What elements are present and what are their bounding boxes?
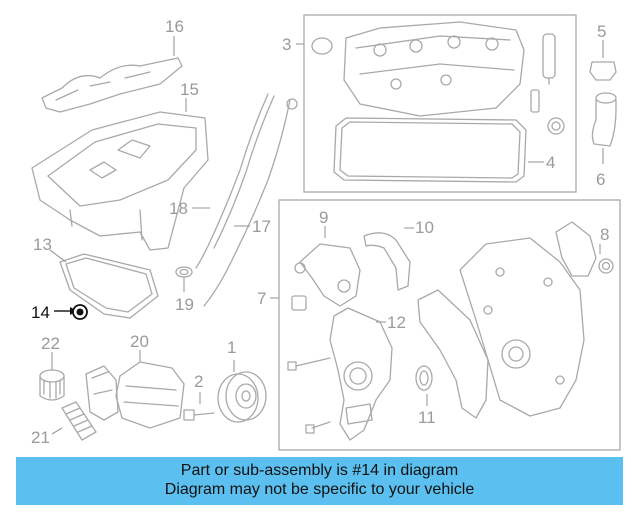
callout-11[interactable]: 11: [418, 408, 436, 427]
banner-line-part: Part or sub-assembly is #14 in diagram: [180, 462, 459, 479]
part-15-oil-pan-upper[interactable]: [31, 98, 209, 251]
part-4-valve-cover-gasket[interactable]: [333, 117, 544, 183]
part-13-lower-oil-pan[interactable]: [49, 249, 159, 319]
part-9-chain-guide[interactable]: [294, 226, 361, 307]
parts-diagram: 1 2 3 4 5 6 7 8 9 10 11 12 13 14 15 16 1…: [31, 14, 621, 451]
timing-cover-group-box: [278, 199, 621, 451]
part-6-oil-filler-tube[interactable]: [591, 92, 617, 164]
bolt-part-lower[interactable]: [305, 421, 331, 434]
callout-16[interactable]: 16: [165, 17, 184, 36]
part-3-valve-cover[interactable]: [296, 21, 525, 117]
part-18-dipstick-tube[interactable]: [192, 93, 275, 269]
part-22-oil-filter-cap[interactable]: [39, 352, 65, 401]
callout-10[interactable]: 10: [415, 218, 434, 237]
callout-22[interactable]: 22: [41, 334, 60, 353]
part-1-crank-pulley[interactable]: [217, 360, 267, 423]
callout-5[interactable]: 5: [597, 22, 606, 41]
info-banner: Part or sub-assembly is #14 in diagram D…: [16, 457, 623, 505]
part-16-windage-tray[interactable]: [41, 36, 183, 113]
callout-8[interactable]: 8: [600, 225, 609, 244]
callout-4[interactable]: 4: [546, 153, 555, 172]
oil-filter-housing[interactable]: [85, 365, 119, 421]
part-19-seal[interactable]: [175, 266, 193, 292]
part-2-pulley-bolt[interactable]: [183, 392, 215, 421]
callout-13[interactable]: 13: [33, 235, 52, 254]
timing-cover-gasket[interactable]: [417, 289, 489, 419]
callout-12[interactable]: 12: [387, 313, 406, 332]
callout-2[interactable]: 2: [194, 372, 203, 391]
part-11-front-seal[interactable]: [415, 365, 433, 406]
callout-20[interactable]: 20: [130, 332, 149, 351]
valve-cover-group-box: [303, 14, 577, 193]
part-20-oil-cooler[interactable]: [115, 350, 185, 429]
banner-line-disclaimer: Diagram may not be specific to your vehi…: [164, 481, 475, 498]
part-17-dipstick[interactable]: [203, 98, 298, 307]
callout-14[interactable]: 14: [31, 303, 50, 322]
callout-15[interactable]: 15: [180, 80, 199, 99]
callout-7[interactable]: 7: [257, 289, 266, 308]
part-8-gasket-set[interactable]: [555, 221, 614, 277]
part-12-pump-assembly[interactable]: [329, 307, 393, 441]
spacer-part[interactable]: [291, 295, 307, 311]
callout-1[interactable]: 1: [227, 338, 236, 357]
callout-6[interactable]: 6: [596, 170, 605, 189]
valve-cover-small-parts[interactable]: [530, 33, 565, 135]
callout-19[interactable]: 19: [175, 295, 194, 314]
callout-9[interactable]: 9: [319, 208, 328, 227]
part-14-drain-plug[interactable]: [54, 304, 88, 320]
timing-cover[interactable]: [459, 237, 585, 417]
callout-21[interactable]: 21: [31, 428, 50, 447]
callout-3[interactable]: 3: [282, 35, 291, 54]
callout-18[interactable]: 18: [169, 199, 188, 218]
bolt-part[interactable]: [287, 357, 331, 371]
part-10-tensioner-arm[interactable]: [363, 227, 414, 291]
part-21-oil-filter[interactable]: [51, 401, 97, 441]
part-5-oil-filler-cap[interactable]: [589, 40, 617, 81]
callout-17[interactable]: 17: [252, 217, 271, 236]
